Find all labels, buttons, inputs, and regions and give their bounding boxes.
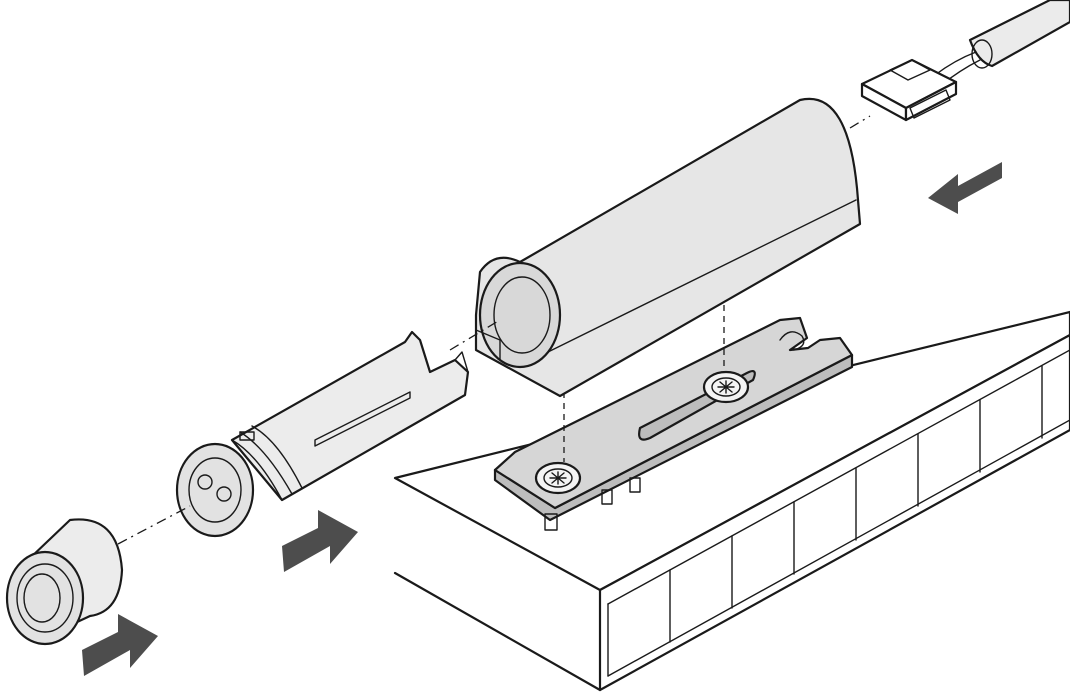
mounting-plate [493,316,854,531]
cylinder-front-face [175,442,255,538]
arrow-icon [282,510,358,572]
panel-front-face [598,333,1070,692]
arrow-icon [928,140,1002,214]
sleeve-rim [5,550,85,646]
arrow-icon [82,614,158,676]
insertion-arrows [82,140,1002,676]
plunger-cylinder [175,330,470,538]
bumper-sleeve [5,518,124,646]
push-to-open-housing [474,97,862,398]
cylinder-slot [314,391,411,447]
screw-front [534,461,582,495]
cable [968,0,1070,68]
cable-connector [860,0,1070,122]
panel-front-cells [669,365,1043,643]
housing-end-opening [478,261,562,369]
screw-rear [702,370,750,404]
